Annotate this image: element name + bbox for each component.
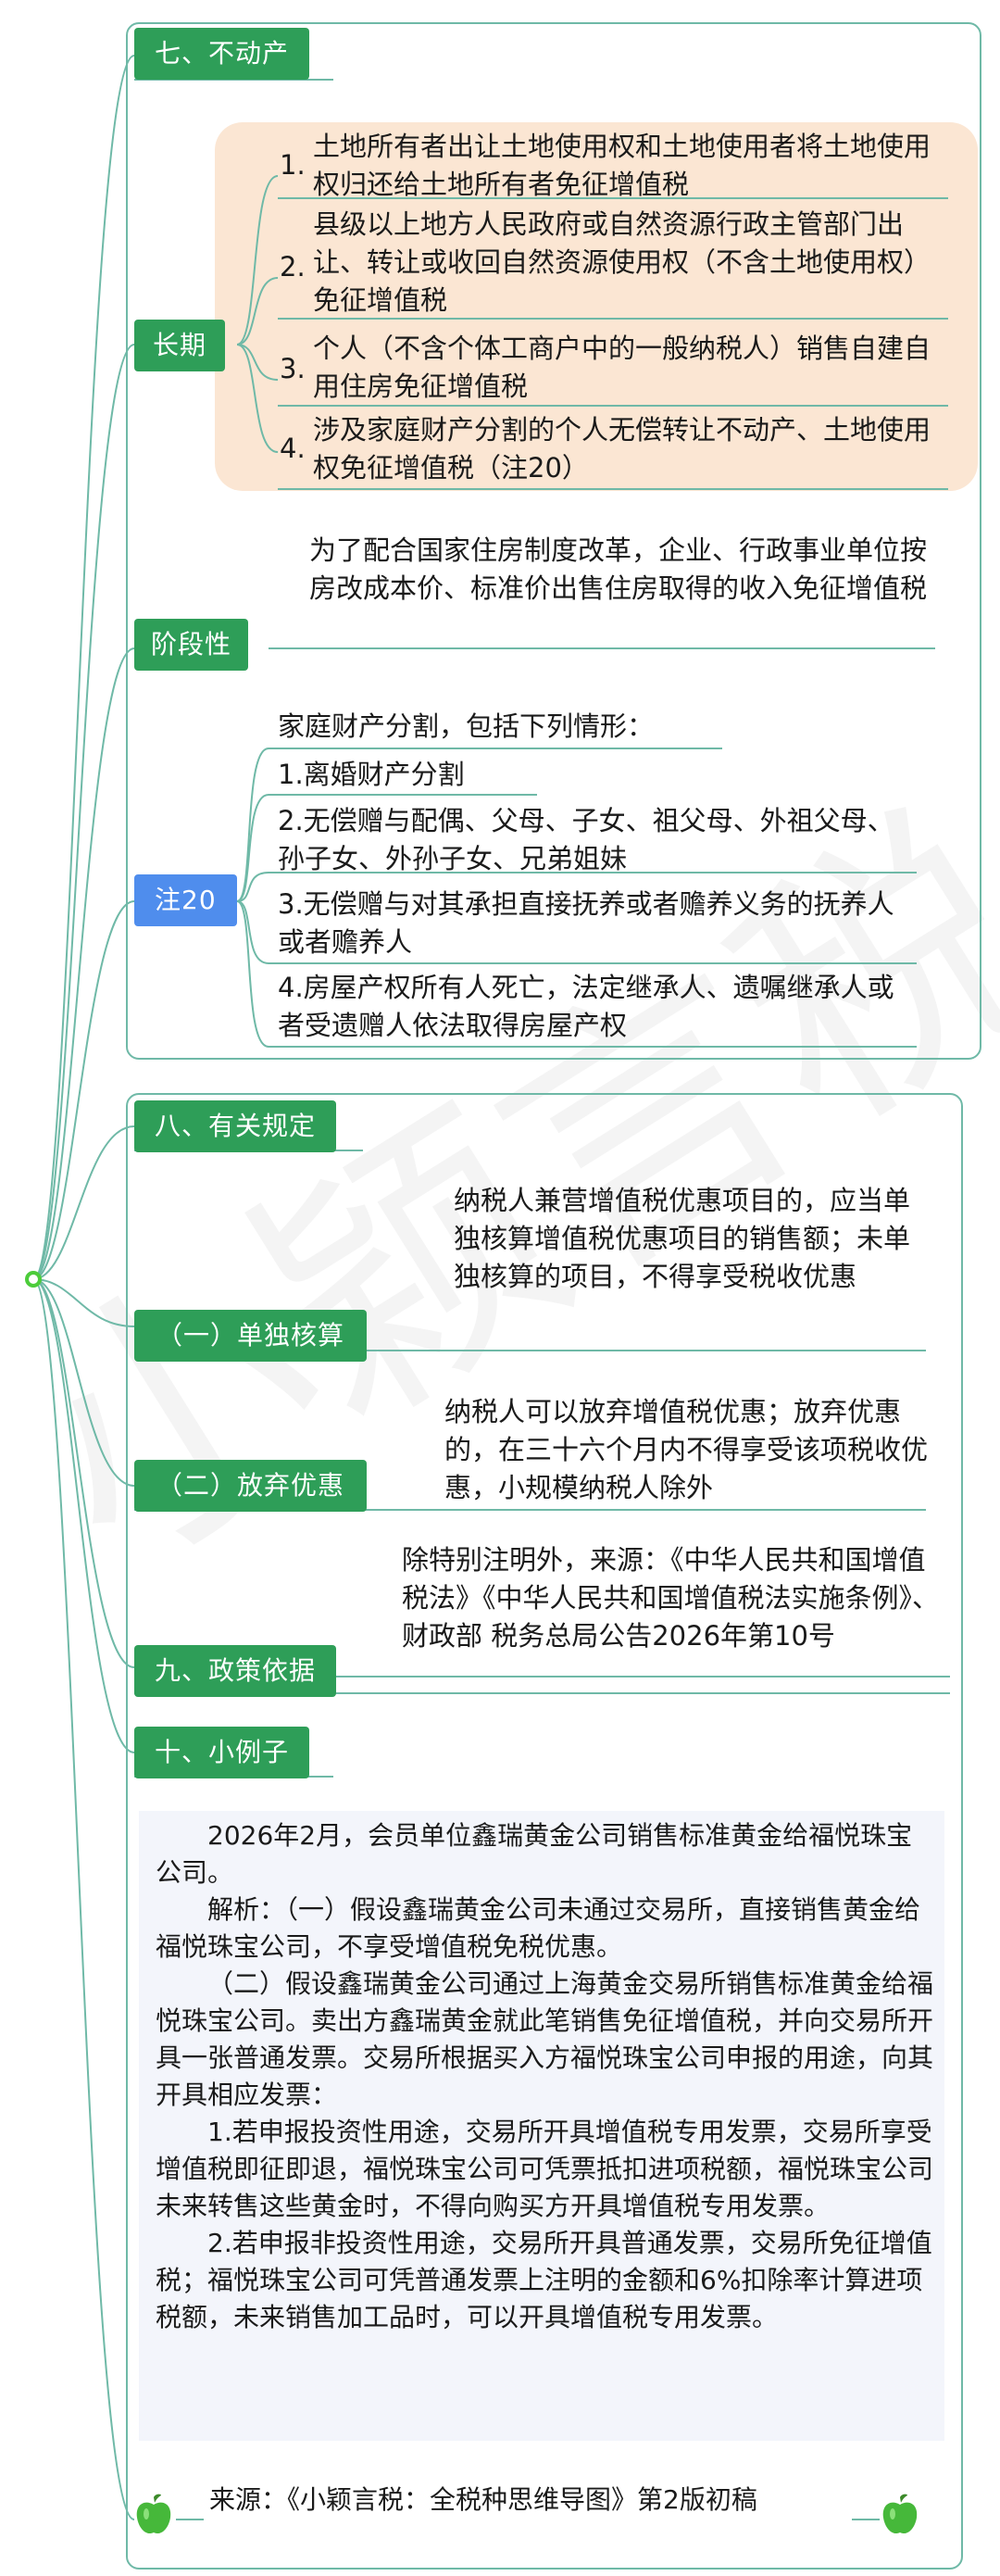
long-item-3-text: 个人（不含个体工商户中的一般纳税人）销售自建自用住房免征增值税 [313, 333, 931, 402]
long-item-2-num: 2. [280, 251, 306, 283]
note-20-label: 注20 [134, 874, 237, 926]
long-term-highlight [215, 122, 978, 491]
long-item-4-num: 4. [280, 433, 306, 464]
example-paragraph-3: （二）假设鑫瑞黄金公司通过上海黄金交易所销售标准黄金给福悦珠宝公司。卖出方鑫瑞黄… [156, 1968, 934, 2110]
example-paragraph-4: 1.若申报投资性用途，交易所开具增值税专用发票，交易所享受增值税即征即退，福悦珠… [156, 2117, 934, 2221]
long-item-3-num: 3. [280, 353, 306, 384]
subsection-waive-preference-text: 纳税人可以放弃增值税优惠；放弃优惠的，在三十六个月内不得享受该项税收优惠，小规模… [444, 1396, 929, 1503]
note-20-item-2: 2.无偿赠与配偶、父母、子女、祖父母、外祖父母、孙子女、外孙子女、兄弟姐妹 [278, 805, 894, 874]
example-box [139, 1811, 944, 2441]
section-10-title: 十、小例子 [134, 1727, 310, 1778]
stage-label: 阶段性 [134, 619, 249, 671]
long-term-label: 长期 [134, 320, 226, 371]
apple-icon-left [135, 2494, 172, 2540]
example-content: 2026年2月，会员单位鑫瑞黄金公司销售标准黄金给福悦珠宝公司。 解析：（一）假… [156, 1817, 935, 2336]
footer-source: 来源：《小颖言税：全税种思维导图》第2版初稿 [209, 2484, 757, 2515]
note-20-intro: 家庭财产分割，包括下列情形： [278, 710, 655, 742]
long-item-4-text: 涉及家庭财产分割的个人无偿转让不动产、土地使用权免征增值税（注20） [313, 414, 931, 484]
long-item-1-num: 1. [280, 149, 306, 181]
example-paragraph-1: 2026年2月，会员单位鑫瑞黄金公司销售标准黄金给福悦珠宝公司。 [156, 1820, 913, 1888]
apple-icon-right [881, 2494, 919, 2540]
example-paragraph-5: 2.若申报非投资性用途，交易所开具普通发票，交易所免征增值税；福悦珠宝公司可凭普… [156, 2228, 932, 2332]
subsection-waive-preference-label: （二）放弃优惠 [134, 1460, 368, 1512]
subsection-separate-accounting-text: 纳税人兼营增值税优惠项目的，应当单独核算增值税优惠项目的销售额；未单独核算的项目… [454, 1185, 911, 1292]
stage-text: 为了配合国家住房制度改革，企业、行政事业单位按房改成本价、标准价出售住房取得的收… [309, 534, 928, 604]
section-7-panel [126, 22, 981, 1060]
subsection-separate-accounting-label: （一）单独核算 [134, 1310, 368, 1362]
note-20-item-1: 1.离婚财产分割 [278, 759, 465, 790]
section-7-title: 七、不动产 [134, 28, 310, 80]
section-9-title: 九、政策依据 [134, 1645, 337, 1697]
long-item-2-text: 县级以上地方人民政府或自然资源行政主管部门出让、转让或收回自然资源使用权（不含土… [313, 208, 918, 316]
note-20-item-3: 3.无偿赠与对其承担直接抚养或者赡养义务的抚养人或者赡养人 [278, 888, 894, 958]
section-8-panel [126, 1093, 963, 2570]
section-8-title: 八、有关规定 [134, 1100, 337, 1152]
long-item-1-text: 土地所有者出让土地使用权和土地使用者将土地使用权归还给土地所有者免征增值税 [313, 131, 931, 200]
example-paragraph-2: 解析：（一）假设鑫瑞黄金公司未通过交易所，直接销售黄金给福悦珠宝公司，不享受增值… [156, 1894, 921, 1962]
note-20-item-4: 4.房屋产权所有人死亡，法定继承人、遗嘱继承人或者受遗赠人依法取得房屋产权 [278, 972, 894, 1041]
section-9-text: 除特别注明外，来源：《中华人民共和国增值税法》《中华人民共和国增值税法实施条例》… [402, 1544, 940, 1652]
